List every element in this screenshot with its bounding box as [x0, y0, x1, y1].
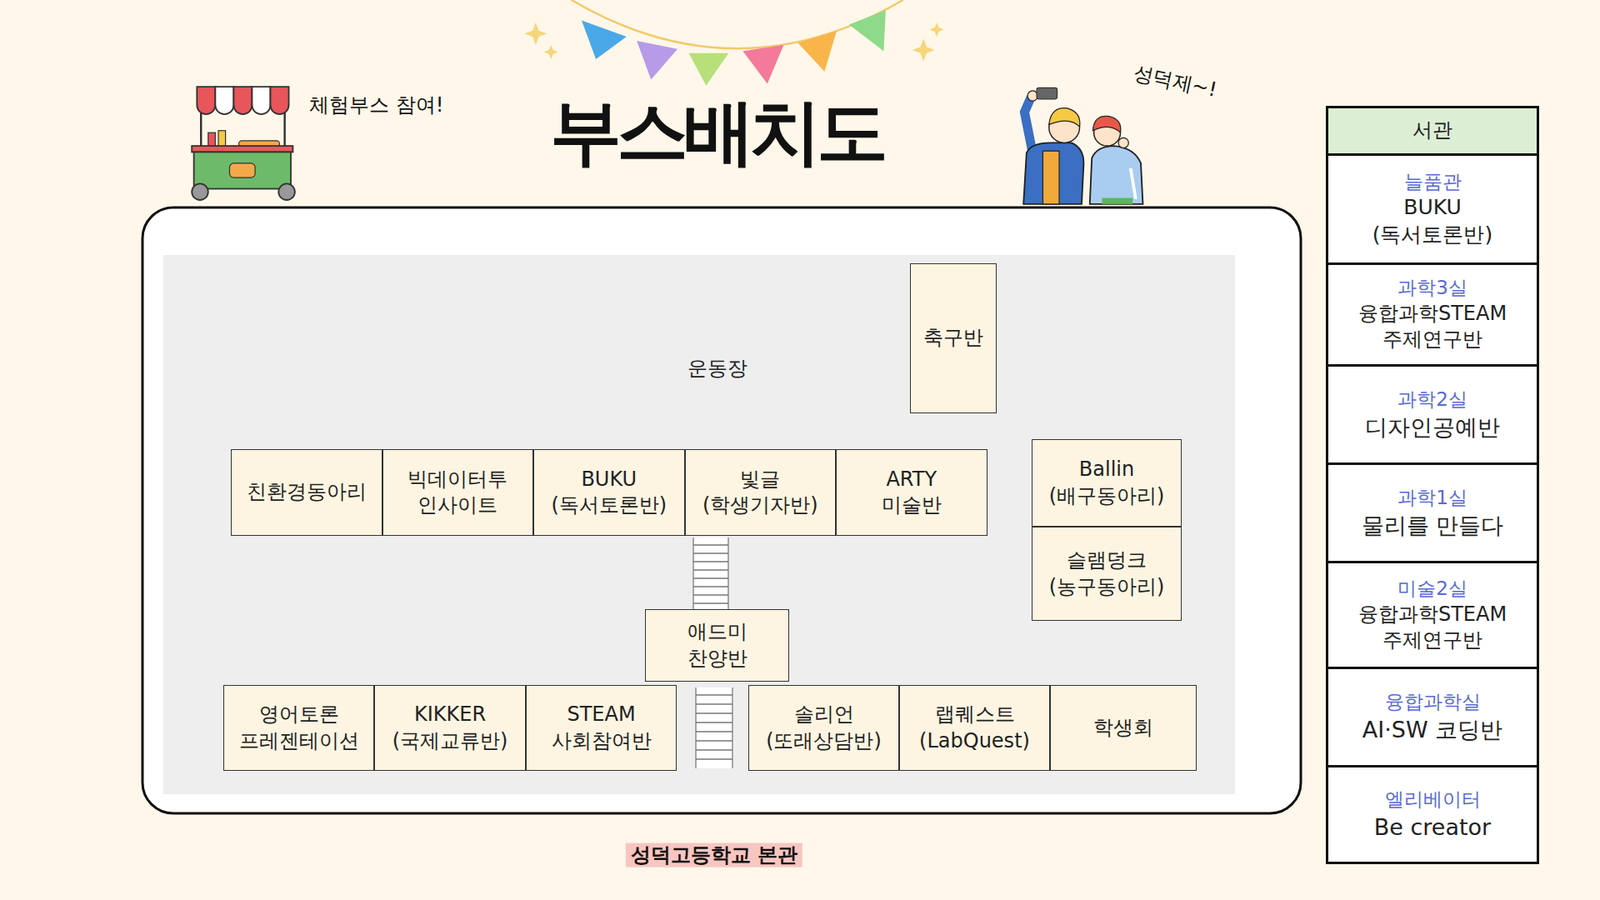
booth-box: KIKKER (국제교류반) [374, 685, 526, 771]
playground-ground [163, 255, 1235, 795]
booth-name: 랩퀘스트 (LabQuest) [905, 701, 1045, 754]
room-box: 과학3실융합과학STEAM 주제연구반 [1328, 262, 1537, 365]
playground-area: 운동장 축구반친환경동아리 빅데이터투 인사이트BUKU (독서토론반)빛글 (학생… [163, 255, 1235, 795]
students-selfie [1023, 87, 1143, 205]
handwritten-note-text: 성덕제~! [1130, 60, 1219, 102]
room-box: 미술2실융합과학STEAM 주제연구반 [1328, 560, 1537, 667]
booth-name: BUKU (독서토론반) [539, 466, 680, 519]
room-box: 엘리베이터Be creator [1328, 765, 1537, 862]
room-name: 과학2실 [1397, 387, 1468, 413]
handwritten-note-text: 체험부스 참여! [309, 93, 444, 118]
booth-name: 애드미 찬양반 [671, 619, 764, 671]
booth-name: Be creator [1374, 812, 1491, 842]
food-cart [191, 86, 295, 200]
booth-name: STEAM 사회참여반 [531, 701, 671, 754]
booth-box: 애드미 찬양반 [645, 609, 790, 682]
booth-name: 친환경동아리 [246, 479, 367, 505]
booth-name: 빅데이터투 인사이트 [388, 466, 529, 519]
booth-name: 빛글 (학생기자반) [690, 466, 831, 519]
booth-name: BUKU (독서토론반) [1361, 194, 1504, 249]
panel-header: 서관 [1328, 108, 1537, 154]
page-title-text: 부스배치도 [550, 89, 884, 175]
room-box: 과학2실디자인공예반 [1328, 364, 1537, 463]
booth-box: 랩퀘스트 (LabQuest) [899, 685, 1050, 771]
main-building-frame [142, 207, 1301, 814]
booth-box: 축구반 [910, 263, 997, 414]
booth-box: ARTY 미술반 [835, 449, 988, 536]
panel-heading: 서관 [1412, 117, 1453, 144]
booth-box: 슬램덩크 (농구동아리) [1031, 526, 1182, 621]
booth-box: 빅데이터투 인사이트 [382, 449, 535, 536]
booth-name: Ballin (배구동아리) [1037, 456, 1176, 509]
room-name: 과학1실 [1397, 485, 1468, 511]
area-label: 운동장 [687, 355, 748, 382]
booth-box: 친환경동아리 [230, 449, 383, 536]
booth-box: STEAM 사회참여반 [525, 685, 677, 771]
booth-box: BUKU (독서토론반) [533, 449, 685, 536]
room-box: 늘품관BUKU (독서토론반) [1328, 153, 1537, 263]
handwritten-note: 체험부스 참여! [309, 93, 444, 118]
building-caption: 성덕고등학교 본관 [625, 843, 803, 868]
bunting [524, 0, 944, 86]
booth-name: AI·SW 코딩반 [1362, 715, 1503, 745]
booth-name: 물리를 만들다 [1361, 510, 1505, 540]
booth-box: 빛글 (학생기자반) [685, 449, 837, 536]
booth-box: 영어토론 프레젠테이션 [223, 685, 375, 771]
room-name: 과학3실 [1397, 275, 1468, 301]
booth-box: 학생회 [1050, 685, 1197, 771]
booth-name: KIKKER (국제교류반) [380, 701, 520, 754]
booth-box: Ballin (배구동아리) [1031, 439, 1182, 527]
page-title: 부스배치도 [550, 89, 884, 175]
booth-box: 솔리언 (또래상담반) [748, 685, 900, 771]
booth-name: 축구반 [923, 325, 984, 351]
room-name: 늘품관 [1404, 170, 1462, 195]
booth-name: 디자인공예반 [1365, 412, 1500, 442]
booth-name: 학생회 [1093, 715, 1154, 741]
booth-name: 융합과학STEAM 주제연구반 [1333, 300, 1532, 353]
room-name: 미술2실 [1397, 576, 1468, 602]
room-name: 엘리베이터 [1385, 787, 1481, 813]
room-name: 융합과학실 [1385, 690, 1481, 715]
booth-name: 솔리언 (또래상담반) [754, 701, 894, 754]
label-holder: 운동장 [687, 355, 748, 382]
room-box: 과학1실물리를 만들다 [1328, 462, 1537, 561]
booth-name: 슬램덩크 (농구동아리) [1037, 547, 1176, 600]
booth-name: 융합과학STEAM 주제연구반 [1333, 601, 1532, 654]
booth-name: ARTY 미술반 [865, 466, 958, 519]
room-box: 융합과학실AI·SW 코딩반 [1328, 666, 1537, 765]
handwritten-note: 성덕제~! [1130, 60, 1219, 102]
building-caption-text: 성덕고등학교 본관 [625, 843, 803, 868]
west-building-panel: 서관늘품관BUKU (독서토론반)과학3실융합과학STEAM 주제연구반과학2실… [1325, 105, 1540, 865]
booth-name: 영어토론 프레젠테이션 [229, 701, 369, 754]
